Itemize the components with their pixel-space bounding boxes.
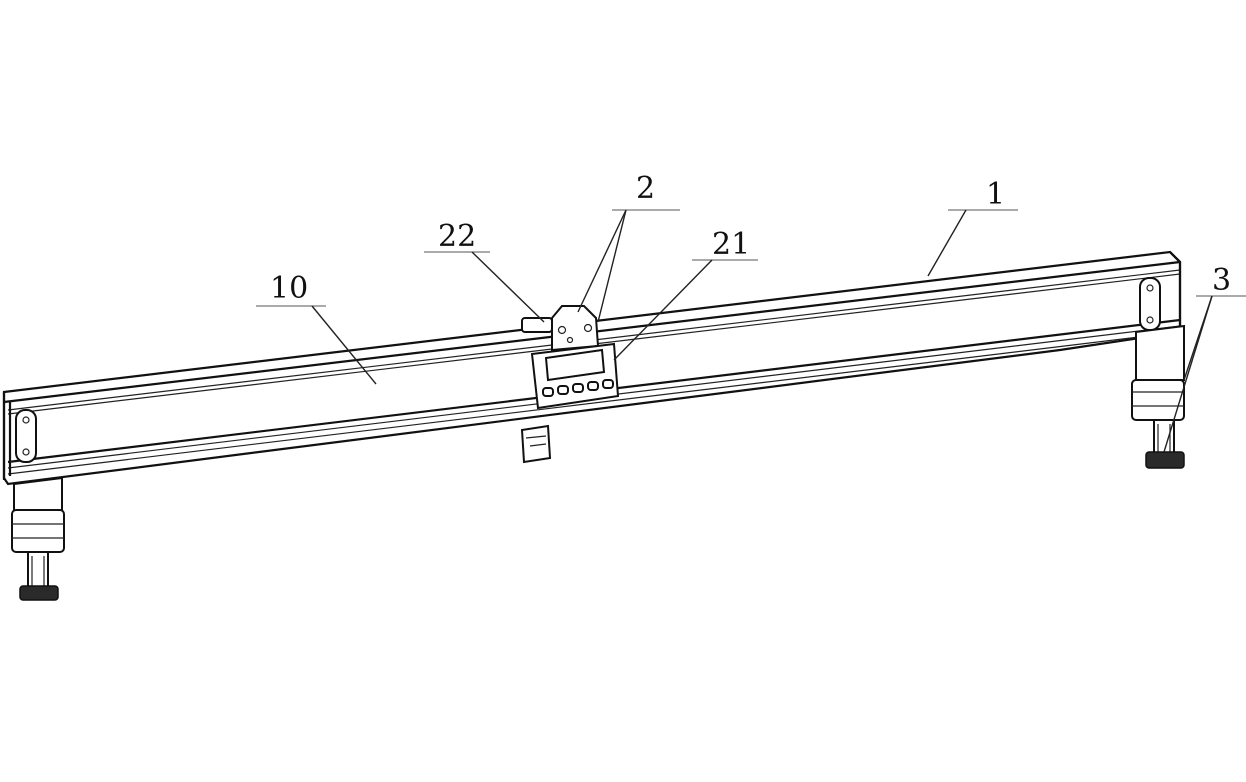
left-slot: [15, 409, 37, 463]
slider-lower-clamp: [520, 424, 552, 464]
label-rail: 1: [986, 177, 1005, 212]
label-clamp-knob: 22: [438, 219, 476, 254]
right-foot: [1131, 324, 1185, 469]
left-foot: [11, 476, 65, 601]
display-screen: [544, 348, 606, 382]
label-leveling-feet: 3: [1212, 263, 1231, 298]
slider-carriage: [551, 305, 600, 352]
rail-bottom-edge-3: [7, 331, 1181, 475]
display-buttons: [542, 379, 614, 397]
label-beam-body: 10: [270, 271, 308, 306]
right-end-plate: [1169, 251, 1182, 334]
right-slot: [1139, 277, 1161, 331]
left-end-plate: [2, 392, 12, 480]
slider-assembly: [520, 305, 620, 464]
label-slider: 2: [636, 171, 655, 206]
right-foot-pad: [1145, 451, 1185, 469]
left-foot-pad: [19, 585, 59, 601]
clamp-knob: [521, 317, 553, 333]
reference-numerals: 10 22 2 21 1 3: [270, 171, 1231, 306]
leader-lines: [256, 209, 1246, 453]
label-display: 21: [712, 227, 750, 262]
